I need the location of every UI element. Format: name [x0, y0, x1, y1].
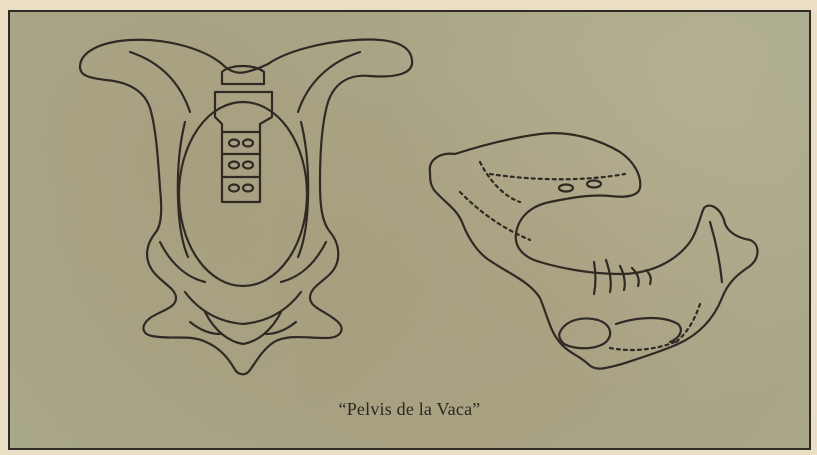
- illustration-panel: “Pelvis de la Vaca”: [8, 10, 811, 450]
- pelvis-line-drawings: [10, 12, 811, 450]
- pelvis-lateral-view: [430, 133, 758, 369]
- pelvis-dorsal-view: [80, 40, 412, 375]
- caption: “Pelvis de la Vaca”: [10, 399, 809, 420]
